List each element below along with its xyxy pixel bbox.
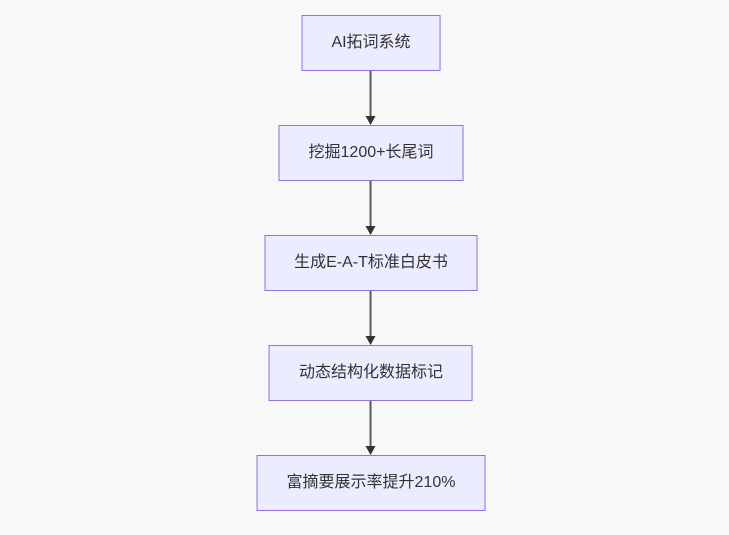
edge-line — [370, 401, 372, 446]
flow-edge-4 — [366, 401, 376, 455]
arrowhead-down-icon — [366, 336, 376, 345]
flow-node-rich-snippet-rate: 富摘要展示率提升210% — [256, 455, 486, 511]
flow-node-eat-whitepaper: 生成E-A-T标准白皮书 — [264, 235, 478, 291]
edge-line — [370, 71, 372, 116]
flow-node-label: 生成E-A-T标准白皮书 — [294, 254, 448, 271]
flowchart: AI拓词系统 挖掘1200+长尾词 生成E-A-T标准白皮书 动态结构化数据标记 — [256, 15, 486, 511]
flow-node-ai-keyword-system: AI拓词系统 — [301, 15, 441, 71]
flow-node-label: 挖掘1200+长尾词 — [308, 144, 434, 161]
arrowhead-down-icon — [366, 446, 376, 455]
flow-edge-1 — [366, 71, 376, 125]
flow-node-longtail-mining: 挖掘1200+长尾词 — [278, 125, 464, 181]
edge-line — [370, 291, 372, 336]
flow-node-label: 动态结构化数据标记 — [298, 364, 443, 381]
arrowhead-down-icon — [366, 226, 376, 235]
arrowhead-down-icon — [366, 116, 376, 125]
flow-edge-2 — [366, 181, 376, 235]
edge-line — [370, 181, 372, 226]
flow-edge-3 — [366, 291, 376, 345]
flow-node-structured-data-markup: 动态结构化数据标记 — [268, 345, 473, 401]
flow-node-label: 富摘要展示率提升210% — [286, 474, 456, 491]
flow-node-label: AI拓词系统 — [331, 34, 411, 51]
